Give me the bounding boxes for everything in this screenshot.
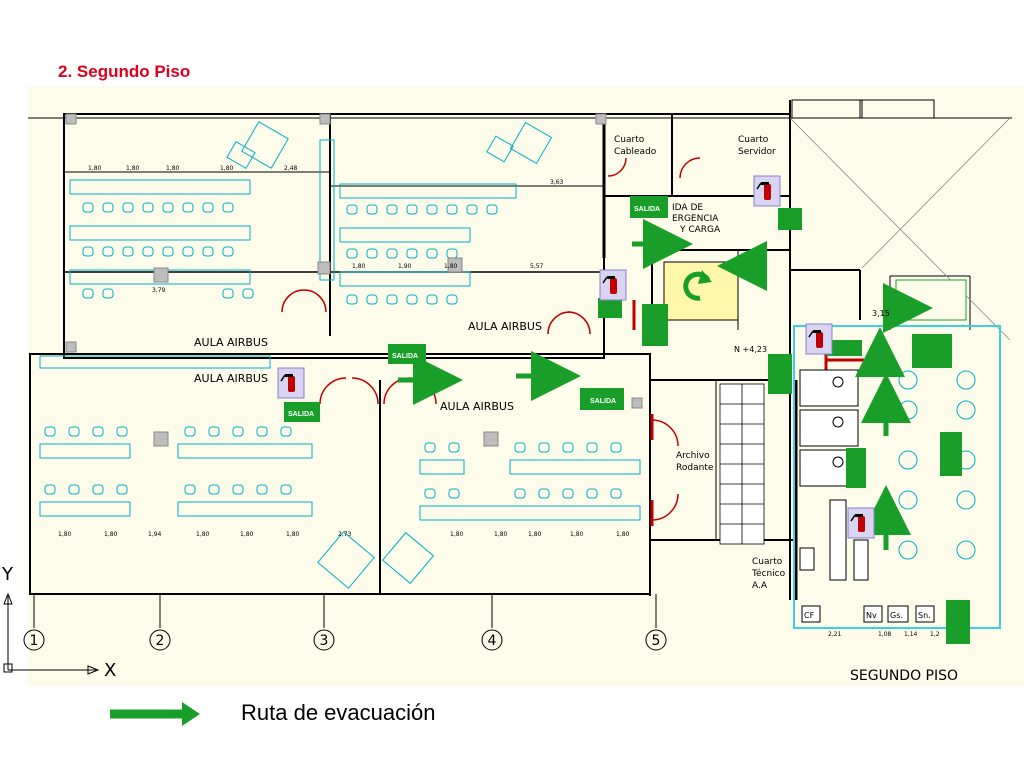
- svg-text:1,80: 1,80: [240, 531, 254, 538]
- exit-sign-small: [778, 208, 802, 230]
- svg-text:1,14: 1,14: [904, 631, 918, 638]
- exit-sign-vertical: [642, 304, 668, 346]
- svg-text:1,80: 1,80: [450, 531, 464, 538]
- room-label-aula-4: AULA AIRBUS: [440, 400, 514, 413]
- fire-extinguisher-icon: [753, 175, 781, 207]
- svg-text:3,63: 3,63: [550, 179, 564, 186]
- svg-text:3: 3: [320, 633, 329, 649]
- axis-numbers: 1 2 3 4 5: [30, 633, 661, 649]
- svg-text:4: 4: [488, 633, 497, 649]
- level-mark-2: 3,15: [872, 309, 890, 318]
- floor-label: SEGUNDO PISO: [850, 668, 958, 684]
- exit-signs: SALIDA SALIDA SALIDA SALIDA: [284, 196, 970, 644]
- svg-text:1,90: 1,90: [398, 263, 412, 270]
- svg-text:1,08: 1,08: [878, 631, 892, 638]
- archive-shelving: [719, 383, 765, 545]
- room-label-archivo-1: Archivo: [676, 451, 710, 461]
- room-label-cableado-1: Cuarto: [614, 135, 645, 145]
- plan-background: [28, 86, 1024, 686]
- room-label-servidor-2: Servidor: [738, 147, 776, 157]
- svg-text:1,80: 1,80: [570, 531, 584, 538]
- exit-sign-vertical: [940, 432, 962, 476]
- svg-text:1,80: 1,80: [58, 531, 72, 538]
- svg-text:2,48: 2,48: [284, 165, 298, 172]
- svg-text:Gs.: Gs.: [890, 611, 903, 620]
- exit-sign: SALIDA: [630, 196, 668, 218]
- service-boxes: Nv Gs. Sn. CF: [801, 605, 935, 623]
- columns: [65, 113, 643, 447]
- svg-text:1,80: 1,80: [286, 531, 300, 538]
- furniture-aula-4: [419, 459, 641, 521]
- svg-text:SALIDA: SALIDA: [634, 206, 660, 213]
- svg-text:2: 2: [156, 633, 165, 649]
- restroom-fixtures: [799, 369, 869, 581]
- room-label-servidor-1: Cuarto: [738, 135, 769, 145]
- svg-text:1,80: 1,80: [220, 165, 234, 172]
- stair-void-lines: [789, 117, 1011, 341]
- exit-sign: SALIDA: [284, 402, 320, 422]
- level-mark: N +4,23: [734, 345, 767, 354]
- svg-text:1,80: 1,80: [444, 263, 458, 270]
- exit-sign-small: [598, 298, 622, 318]
- fire-extinguisher-icon: [277, 367, 305, 399]
- room-label-aula-2: AULA AIRBUS: [194, 372, 268, 385]
- exit-sign-person: [912, 334, 952, 368]
- room-label-aula-1: AULA AIRBUS: [194, 336, 268, 349]
- room-label-tecnico-1: Cuarto: [752, 557, 783, 567]
- svg-text:1,80: 1,80: [494, 531, 508, 538]
- room-label-cableado-2: Cableado: [614, 147, 657, 157]
- svg-text:1,80: 1,80: [616, 531, 630, 538]
- fire-extinguisher-icon: [805, 323, 833, 355]
- svg-text:5,57: 5,57: [530, 263, 544, 270]
- svg-text:1,80: 1,80: [166, 165, 180, 172]
- svg-text:5: 5: [652, 633, 661, 649]
- svg-text:1,80: 1,80: [528, 531, 542, 538]
- axis-lines: [23, 594, 667, 651]
- dimension-labels: 1,80 1,80 1,80 1,80 2,48 3,63 1,80 1,90 …: [58, 165, 940, 638]
- svg-text:SALIDA: SALIDA: [288, 411, 314, 418]
- coordinate-axes: Y X: [1, 564, 116, 681]
- room-label-salida-2: ERGENCIA: [672, 214, 719, 224]
- furniture-aula-3: [39, 355, 435, 589]
- room-label-tecnico-2: Técnico: [751, 568, 786, 579]
- legend-label: Ruta de evacuación: [241, 700, 436, 725]
- svg-text:2,21: 2,21: [828, 631, 842, 638]
- svg-text:CF: CF: [804, 611, 815, 620]
- room-label-aula-3: AULA AIRBUS: [468, 320, 542, 333]
- exit-sign: SALIDA: [388, 344, 426, 364]
- room-label-salida-3: Y CARGA: [679, 225, 721, 235]
- room-labels: AULA AIRBUS AULA AIRBUS AULA AIRBUS AULA…: [194, 135, 958, 684]
- room-label-tecnico-3: A.A: [752, 581, 768, 591]
- svg-text:Y: Y: [1, 564, 14, 585]
- room-label-salida-1: IDA DE: [672, 203, 703, 213]
- svg-text:Sn.: Sn.: [918, 611, 931, 620]
- svg-text:1,80: 1,80: [196, 531, 210, 538]
- svg-text:1: 1: [30, 633, 39, 649]
- svg-text:1,80: 1,80: [126, 165, 140, 172]
- svg-text:2,73: 2,73: [338, 531, 352, 538]
- exit-sign-vertical: [946, 600, 970, 644]
- svg-text:3,79: 3,79: [152, 287, 166, 294]
- svg-text:SALIDA: SALIDA: [590, 398, 616, 405]
- page-title: 2. Segundo Piso: [58, 62, 191, 81]
- exit-sign-vertical: [768, 354, 792, 394]
- legend-arrow-head: [182, 702, 200, 726]
- svg-text:Nv: Nv: [866, 611, 877, 620]
- svg-text:1,80: 1,80: [352, 263, 366, 270]
- exit-sign-vertical: [846, 448, 866, 488]
- svg-text:1,80: 1,80: [104, 531, 118, 538]
- fire-extinguisher-icon: [847, 507, 875, 539]
- svg-text:1,80: 1,80: [88, 165, 102, 172]
- svg-text:1,94: 1,94: [148, 531, 162, 538]
- svg-text:X: X: [104, 660, 116, 681]
- exit-sign-small: [826, 340, 862, 356]
- exit-sign: SALIDA: [580, 388, 624, 410]
- furniture-aula-2: [319, 121, 553, 287]
- fire-extinguisher-icon: [599, 269, 627, 301]
- evacuation-arrows: [398, 219, 933, 550]
- svg-text:1,2: 1,2: [930, 631, 940, 638]
- room-label-archivo-2: Rodante: [676, 463, 714, 473]
- svg-text:SALIDA: SALIDA: [392, 353, 418, 360]
